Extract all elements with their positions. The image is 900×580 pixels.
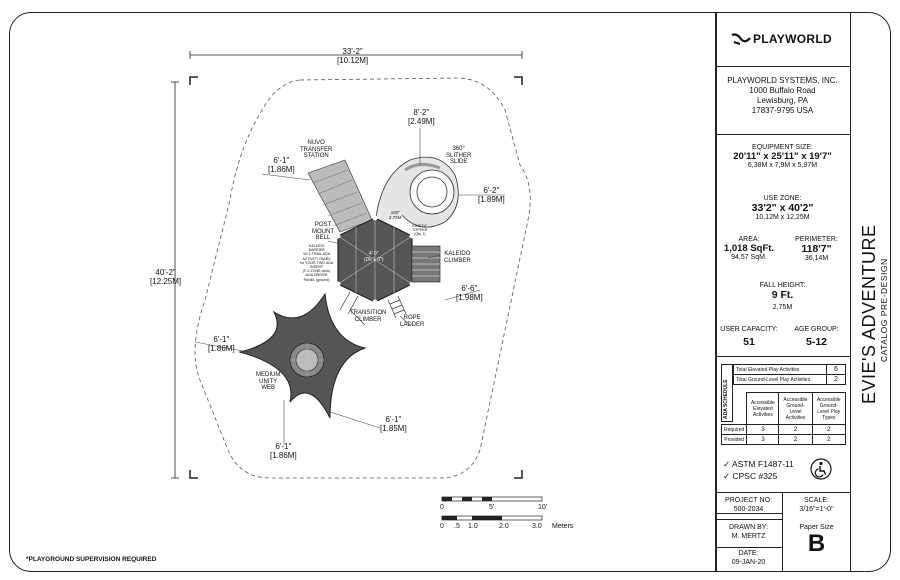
dimension-label: 8'-2"[2.49M] bbox=[408, 108, 435, 126]
kaleido-climber bbox=[411, 245, 441, 283]
scale-tick-label: 1.0 bbox=[468, 523, 478, 530]
drawn-by: DRAWN BY: M. MERTZ bbox=[728, 524, 769, 540]
scale-bar-feet bbox=[441, 496, 543, 502]
scale-unit-label: Meters bbox=[552, 523, 574, 530]
use-zone: USE ZONE: 33'2" x 40'2" 10,12M x 12,25M bbox=[751, 195, 814, 221]
width-m: [10.12M] bbox=[337, 56, 369, 65]
use-zone-boundary bbox=[194, 77, 531, 479]
scale-bar-meters bbox=[441, 515, 543, 521]
astm-standard: ASTM F1487-11 bbox=[732, 459, 794, 469]
dimension-label: 6'-6"[1.98M] bbox=[456, 284, 483, 302]
title-main: EVIE'S ADVENTURE bbox=[859, 224, 879, 404]
hex-deck bbox=[335, 215, 415, 305]
rope-ladder-label: ROPE LADDER bbox=[400, 315, 425, 328]
drawing-title: EVIE'S ADVENTURE CATALOG PRE-DESIGN bbox=[855, 12, 891, 572]
dimension-label: 6'-1"[1.86M] bbox=[208, 335, 235, 353]
transfer-station bbox=[307, 159, 373, 233]
scale-tick-label: 3.0 bbox=[532, 523, 542, 530]
scale: SCALE: 3/16"=1'-0" bbox=[799, 497, 834, 513]
deck-label: 4' 0" (Dk 1 0") bbox=[364, 251, 384, 263]
dimension-label: 6'-2"[1.89M] bbox=[478, 186, 505, 204]
user-capacity: USER CAPACITY: 51 bbox=[720, 326, 778, 348]
unity-web-label: MEDIUM UNITY WEB bbox=[256, 372, 281, 391]
title-sub: CATALOG PRE-DESIGN bbox=[879, 258, 889, 362]
perimeter: PERIMETER: 118'7" 36,14M bbox=[795, 236, 838, 262]
address-line: 17837-9795 USA bbox=[751, 106, 814, 115]
checkmark-icon: ✓ bbox=[723, 459, 731, 469]
height-ft: 40'-2" bbox=[155, 268, 176, 277]
address-line: 1000 Buffalo Road bbox=[749, 86, 816, 95]
transfer-station-label: NUVO TRANSFER STATION bbox=[300, 140, 333, 159]
date: DATE: 09-JAN-20 bbox=[731, 550, 766, 566]
kaleido-barrier-label: KALEIDO BARRIER W/ 2-TRAIL ADA ACTIVITY … bbox=[300, 244, 334, 282]
transition-climber-label: TRANSITION CLIMBER bbox=[350, 310, 387, 323]
playworld-swoosh-icon bbox=[731, 33, 751, 45]
age-group: AGE GROUP: 5-12 bbox=[794, 326, 839, 348]
dimension-label: 6'-1"[1.85M] bbox=[380, 415, 407, 433]
company-address: PLAYWORLD SYSTEMS, INC. 1000 Buffalo Roa… bbox=[715, 76, 850, 116]
cpsc-standard: CPSC #325 bbox=[732, 471, 778, 481]
scale-tick-label: 5' bbox=[489, 504, 495, 511]
width-ft: 33'-2" bbox=[342, 47, 363, 56]
paper-size: Paper Size B bbox=[799, 524, 834, 557]
slither-slide bbox=[374, 156, 459, 228]
height-m: [12.25M] bbox=[150, 277, 182, 286]
logo-text: PLAYWORLD bbox=[753, 32, 832, 46]
dimension-label: 6'-1"[1.86M] bbox=[270, 442, 297, 460]
overall-height: 40'-2" [12.25M] bbox=[150, 268, 181, 286]
supervision-note: *PLAYGROUND SUPERVISION REQUIRED bbox=[26, 556, 157, 563]
ada-schedule: ADA SCHEDULE Total Elevated Play Activit… bbox=[720, 364, 847, 458]
overall-width: 33'-2" [10.12M] bbox=[337, 47, 368, 65]
scale-tick-label: 0 bbox=[440, 523, 444, 530]
scale-tick-label: 2.0 bbox=[499, 523, 509, 530]
compliance-list: ✓ ASTM F1487-11 ✓ CPSC #325 bbox=[723, 458, 813, 482]
scale-tick-label: 0 bbox=[440, 504, 444, 511]
area: AREA: 1,018 SqFt. 94,57 SqM. bbox=[723, 236, 775, 261]
post-mount-bell-label: POST MOUNT BELL bbox=[312, 222, 334, 241]
title-block: PLAYWORLD PLAYWORLD SYSTEMS, INC. 1000 B… bbox=[715, 12, 891, 572]
fall-height: FALL HEIGHT: 9 Ft. 2,75M bbox=[759, 282, 806, 311]
unity-web bbox=[238, 292, 367, 419]
address-line: Lewisburg, PA bbox=[757, 96, 808, 105]
company-name: PLAYWORLD SYSTEMS, INC. bbox=[727, 76, 838, 85]
wheelchair-accessible-icon bbox=[810, 458, 832, 480]
scale-tick-label: .5 bbox=[454, 523, 460, 530]
transition-climber bbox=[339, 291, 359, 315]
deck-height-label: 100" 2,75M bbox=[389, 210, 402, 220]
slither-slide-label: 360° SLITHER SLIDE bbox=[446, 146, 472, 165]
equipment-size: EQUIPMENT SIZE: 20'11" x 25'11" x 19'7" … bbox=[733, 144, 832, 169]
dimension-label: 6'-1"[1.86M] bbox=[268, 156, 295, 174]
site-plan bbox=[171, 51, 543, 521]
kaleido-climber-label: KALEIDO CLIMBER bbox=[444, 251, 471, 264]
kinetic-topper-label: KINETIC TOPPER (Qty 1) bbox=[412, 224, 428, 237]
drawing-sheet bbox=[9, 12, 891, 572]
rope-ladder bbox=[387, 295, 407, 319]
company-logo: PLAYWORLD bbox=[715, 12, 850, 66]
project-number: PROJECT NO: 500-2034 bbox=[725, 497, 772, 513]
checkmark-icon: ✓ bbox=[723, 471, 731, 481]
scale-tick-label: 10' bbox=[538, 504, 548, 511]
